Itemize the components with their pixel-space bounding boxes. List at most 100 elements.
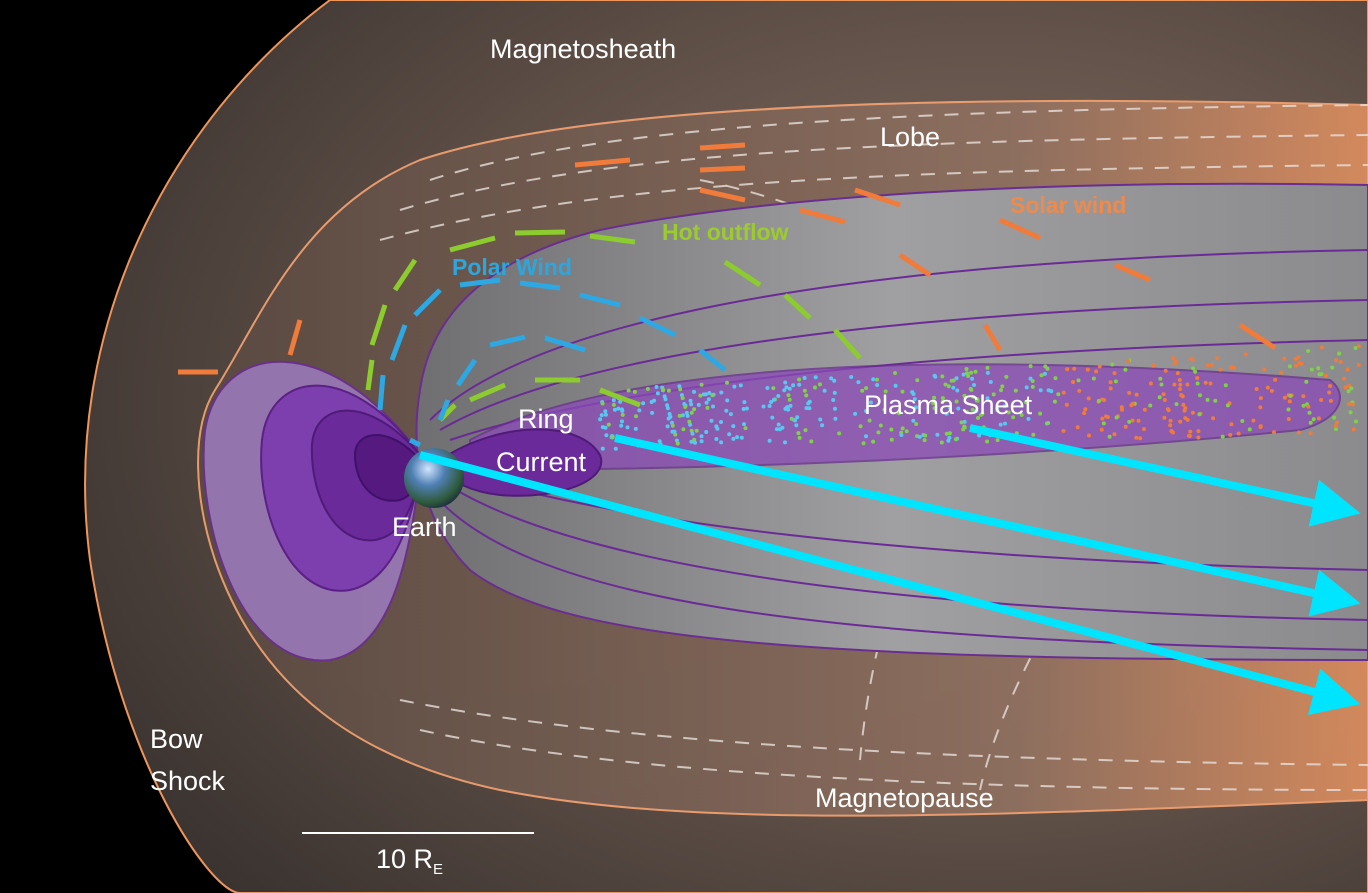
plasma-particle — [1094, 369, 1099, 374]
plasma-particle — [738, 383, 743, 388]
plasma-particle — [1148, 381, 1153, 386]
plasma-particle — [956, 406, 961, 411]
plasma-particle — [665, 406, 670, 411]
plasma-particle — [951, 378, 956, 383]
plasma-particle — [1332, 415, 1337, 420]
plasma-particle — [914, 422, 919, 426]
plasma-particle — [1101, 421, 1106, 426]
plasma-particle — [1172, 361, 1177, 366]
plasma-particle — [954, 399, 959, 404]
plasma-particle — [917, 434, 922, 439]
plasma-particle — [1043, 364, 1048, 369]
plasma-particle — [1064, 402, 1069, 407]
plasma-particle — [833, 406, 837, 411]
plasma-particle — [616, 406, 621, 411]
plasma-particle — [725, 380, 729, 385]
plasma-particle — [689, 428, 694, 433]
plasma-particle — [693, 440, 697, 445]
plasma-particle — [684, 410, 689, 415]
plasma-particle — [861, 441, 866, 446]
plasma-particle — [687, 419, 692, 424]
plasma-particle — [1108, 380, 1113, 385]
plasma-particle — [782, 388, 787, 393]
plasma-particle — [1279, 370, 1284, 375]
plasma-particle — [966, 374, 971, 378]
plasma-particle — [731, 424, 736, 429]
plasma-particle — [1342, 376, 1346, 381]
plasma-particle — [807, 406, 812, 411]
plasma-particle — [675, 441, 680, 446]
plasma-particle — [632, 389, 637, 394]
plasma-particle — [1185, 417, 1190, 422]
plasma-particle — [668, 414, 673, 419]
plasma-particle — [714, 424, 719, 429]
plasma-particle — [709, 418, 714, 423]
plasma-particle — [1269, 388, 1274, 393]
plasma-particle — [954, 376, 959, 381]
plasma-particle — [875, 377, 879, 382]
plasma-particle — [991, 392, 996, 397]
plasma-particle — [1286, 417, 1291, 421]
plasma-particle — [939, 440, 944, 445]
plasma-particle — [1028, 376, 1033, 381]
plasma-particle — [1126, 358, 1131, 363]
plasma-particle — [794, 423, 799, 428]
plasma-particle — [1306, 349, 1311, 353]
plasma-particle — [803, 428, 808, 433]
plasma-particle — [1196, 429, 1201, 434]
plasma-particle — [961, 372, 966, 377]
plasma-particle — [1130, 418, 1135, 423]
plasma-particle — [1061, 428, 1066, 433]
plasma-particle — [728, 412, 733, 417]
plasma-particle — [897, 411, 901, 416]
plasma-particle — [793, 418, 798, 423]
plasma-particle — [1240, 419, 1245, 423]
plasma-particle — [783, 440, 787, 445]
plasma-particle — [1127, 419, 1132, 424]
label-ring: Ring — [518, 404, 574, 434]
plasma-particle — [1031, 432, 1036, 437]
plasma-particle — [666, 388, 671, 393]
plasma-particle — [1205, 397, 1210, 402]
plasma-particle — [1338, 360, 1343, 364]
polar-wind-arrows — [377, 277, 727, 448]
plasma-particle — [940, 374, 945, 379]
plasma-particle — [1282, 395, 1287, 400]
solar-wind-arrow — [699, 187, 746, 203]
plasma-particle — [1097, 364, 1102, 369]
plasma-particle — [820, 423, 825, 428]
plasma-particle — [1231, 365, 1236, 370]
plasma-particle — [1243, 352, 1248, 357]
plasma-particle — [832, 378, 837, 383]
plasma-particle — [1129, 403, 1134, 408]
plasma-particle — [1218, 367, 1223, 372]
plasma-particle — [719, 420, 723, 424]
plasma-particle — [603, 425, 608, 430]
plasma-particle — [932, 406, 937, 411]
plasma-particle — [677, 413, 682, 418]
plasma-particle — [707, 391, 712, 395]
plasma-particle — [739, 435, 744, 440]
plasma-particle — [893, 383, 898, 388]
label-plasma-sheet: Plasma Sheet — [864, 390, 1033, 420]
plasma-particle — [988, 380, 993, 384]
plasma-particle — [725, 398, 730, 403]
plasma-particle — [711, 404, 715, 409]
plasma-particle — [1038, 388, 1043, 393]
plasma-particle — [973, 369, 978, 374]
plasma-particle — [1282, 356, 1287, 361]
plasma-particle — [1113, 379, 1118, 384]
plasma-particle — [911, 418, 916, 423]
plasma-particle — [1258, 396, 1263, 401]
plasma-particle — [1320, 345, 1324, 350]
plasma-particle — [1214, 356, 1219, 361]
plasma-particle — [1353, 346, 1358, 350]
plasma-particle — [1333, 424, 1338, 428]
plasma-particle — [935, 432, 940, 437]
plasma-particle — [1188, 429, 1193, 434]
plasma-particle — [1193, 369, 1198, 374]
plasma-particle — [795, 415, 800, 420]
plasma-particle — [1327, 390, 1332, 395]
plasma-particle — [995, 438, 1000, 443]
